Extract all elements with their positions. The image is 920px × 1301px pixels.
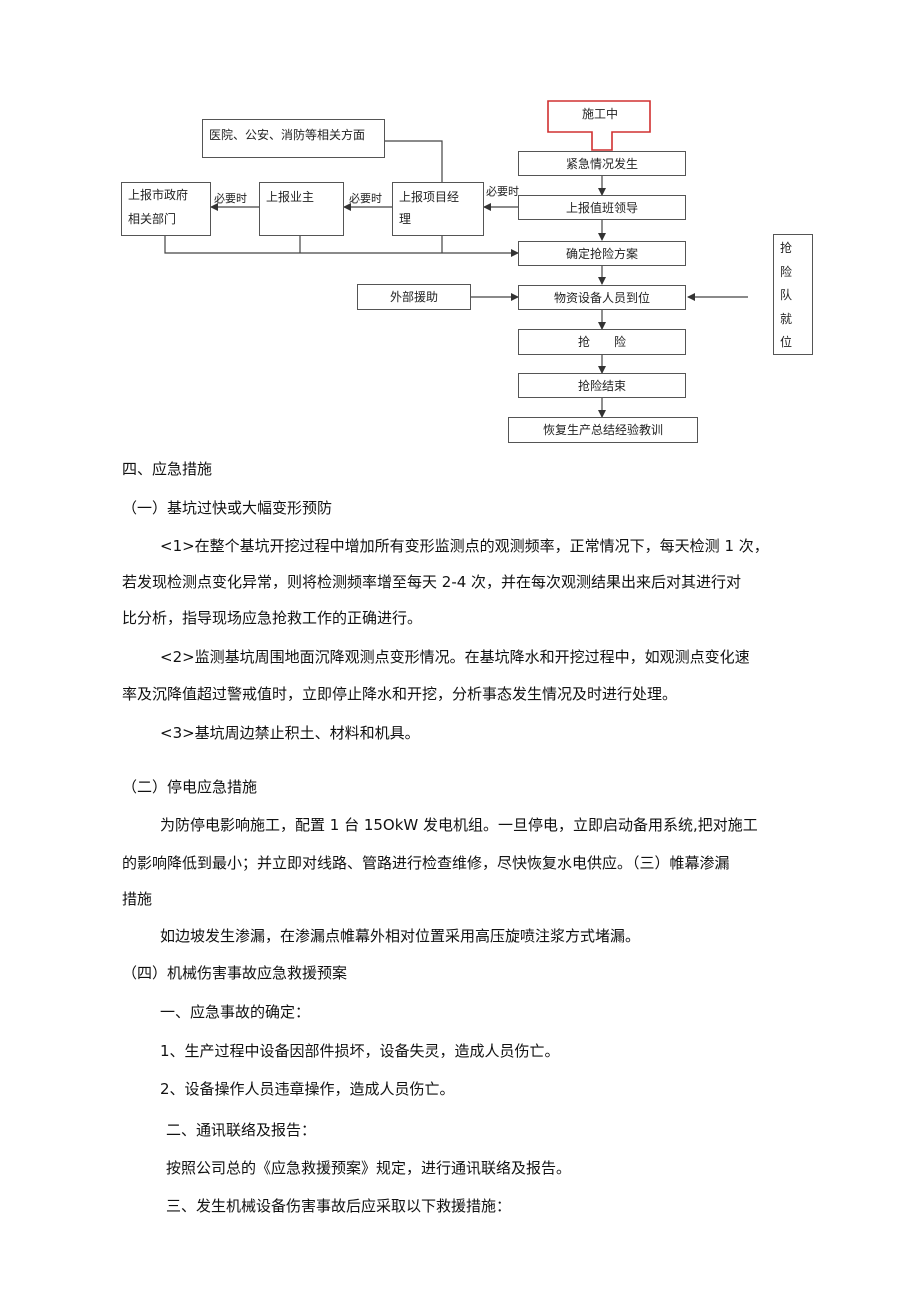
paragraph-line: 的影响降低到最小；并立即对线路、管路进行检查维修，尽快恢复水电供应。（三）帷幕渗… bbox=[122, 854, 730, 872]
line-hospital-to-pm bbox=[385, 140, 443, 182]
report-gov-line1: 上报市政府 bbox=[128, 188, 189, 202]
under-construction-arrow-outline bbox=[547, 100, 651, 151]
resume-production-box: 恢复生产总结经验教训 bbox=[508, 417, 698, 443]
rescue-box: 抢 险 bbox=[518, 329, 686, 355]
rescue-end-label: 抢险结束 bbox=[577, 378, 626, 393]
report-duty-leader-label: 上报值班领导 bbox=[565, 200, 638, 215]
emergency-flowchart: 施工中 紧急情况发生 上报值班领导 确定抢险方案 物资设备人员到位 抢 险 抢险… bbox=[0, 0, 920, 450]
paragraph-line: 措施 bbox=[122, 890, 153, 908]
report-project-manager-box: 上报项目经 理 bbox=[392, 182, 484, 236]
report-pm-line2: 理 bbox=[399, 212, 412, 226]
subheading-power-outage: （二）停电应急措施 bbox=[122, 778, 258, 796]
report-owner-box: 上报业主 bbox=[259, 182, 344, 236]
determine-plan-box: 确定抢险方案 bbox=[518, 241, 686, 266]
rescue-team-box: 抢 险 队 就 位 bbox=[773, 234, 813, 355]
rescue-team-char-1: 抢 bbox=[779, 241, 792, 255]
rescue-team-char-3: 队 bbox=[779, 288, 792, 302]
numbered-heading: 二、通讯联络及报告： bbox=[166, 1121, 317, 1139]
report-gov-line2: 相关部门 bbox=[128, 212, 177, 226]
when-necessary-label-1: 必要时 bbox=[486, 185, 519, 198]
rescue-team-char-4: 就 bbox=[779, 312, 792, 326]
paragraph-line: <3>基坑周边禁止积土、材料和机具。 bbox=[160, 724, 420, 742]
materials-in-place-label: 物资设备人员到位 bbox=[553, 290, 650, 305]
emergency-occurs-label: 紧急情况发生 bbox=[565, 156, 638, 171]
paragraph-line: 为防停电影响施工，配置 1 台 15OkW 发电机组。一旦停电，立即启动备用系统… bbox=[160, 816, 758, 834]
hospital-police-fire-label: 医院、公安、消防等相关方面 bbox=[209, 128, 366, 142]
rescue-end-box: 抢险结束 bbox=[518, 373, 686, 398]
hospital-police-fire-box: 医院、公安、消防等相关方面 bbox=[202, 119, 385, 158]
paragraph-line: 若发现检测点变化异常，则将检测频率增至每天 2-4 次，并在每次观测结果出来后对… bbox=[122, 573, 742, 591]
materials-in-place-box: 物资设备人员到位 bbox=[518, 285, 686, 310]
numbered-heading: 三、发生机械设备伤害事故后应采取以下救援措施： bbox=[166, 1197, 512, 1215]
paragraph-line: 如边坡发生渗漏，在渗漏点帷幕外相对位置采用高压旋喷注浆方式堵漏。 bbox=[160, 927, 641, 945]
subheading-machinery-injury: （四）机械伤害事故应急救援预案 bbox=[122, 964, 348, 982]
report-owner-label: 上报业主 bbox=[266, 190, 315, 204]
arrow-collector-to-plan bbox=[164, 236, 519, 257]
emergency-occurs-box: 紧急情况发生 bbox=[518, 151, 686, 176]
paragraph-line: <2>监测基坑周围地面沉降观测点变形情况。在基坑降水和开挖过程中，如观测点变化速 bbox=[160, 648, 750, 666]
determine-plan-label: 确定抢险方案 bbox=[565, 246, 638, 261]
external-aid-label: 外部援助 bbox=[390, 290, 439, 304]
paragraph-line: 率及沉降值超过警戒值时，立即停止降水和开挖，分析事态发生情况及时进行处理。 bbox=[122, 685, 678, 703]
paragraph-line: 比分析，指导现场应急抢救工作的正确进行。 bbox=[122, 609, 423, 627]
external-aid-box: 外部援助 bbox=[357, 284, 471, 310]
section-heading-emergency-measures: 四、应急措施 bbox=[122, 460, 213, 478]
resume-production-label: 恢复生产总结经验教训 bbox=[542, 423, 663, 437]
when-necessary-label-3: 必要时 bbox=[214, 192, 247, 205]
numbered-heading: 一、应急事故的确定： bbox=[160, 1003, 311, 1021]
paragraph-line: <1>在整个基坑开挖过程中增加所有变形监测点的观测频率，正常情况下，每天检测 1… bbox=[160, 537, 769, 555]
paragraph-line: 按照公司总的《应急救援预案》规定，进行通讯联络及报告。 bbox=[166, 1159, 572, 1177]
rescue-team-char-2: 险 bbox=[779, 265, 792, 279]
when-necessary-label-2: 必要时 bbox=[349, 192, 382, 205]
list-item: 1、生产过程中设备因部件损坏，设备失灵，造成人员伤亡。 bbox=[160, 1042, 560, 1060]
report-duty-leader-box: 上报值班领导 bbox=[518, 195, 686, 220]
report-government-box: 上报市政府 相关部门 bbox=[121, 182, 211, 236]
report-pm-line1: 上报项目经 bbox=[399, 190, 460, 204]
flowchart-connectors bbox=[164, 100, 748, 418]
rescue-team-char-5: 位 bbox=[779, 335, 792, 349]
rescue-label: 抢 险 bbox=[577, 335, 626, 349]
subheading-pit-deformation: （一）基坑过快或大幅变形预防 bbox=[122, 499, 333, 517]
list-item: 2、设备操作人员违章操作，造成人员伤亡。 bbox=[160, 1080, 455, 1098]
under-construction-label: 施工中 bbox=[582, 107, 619, 121]
